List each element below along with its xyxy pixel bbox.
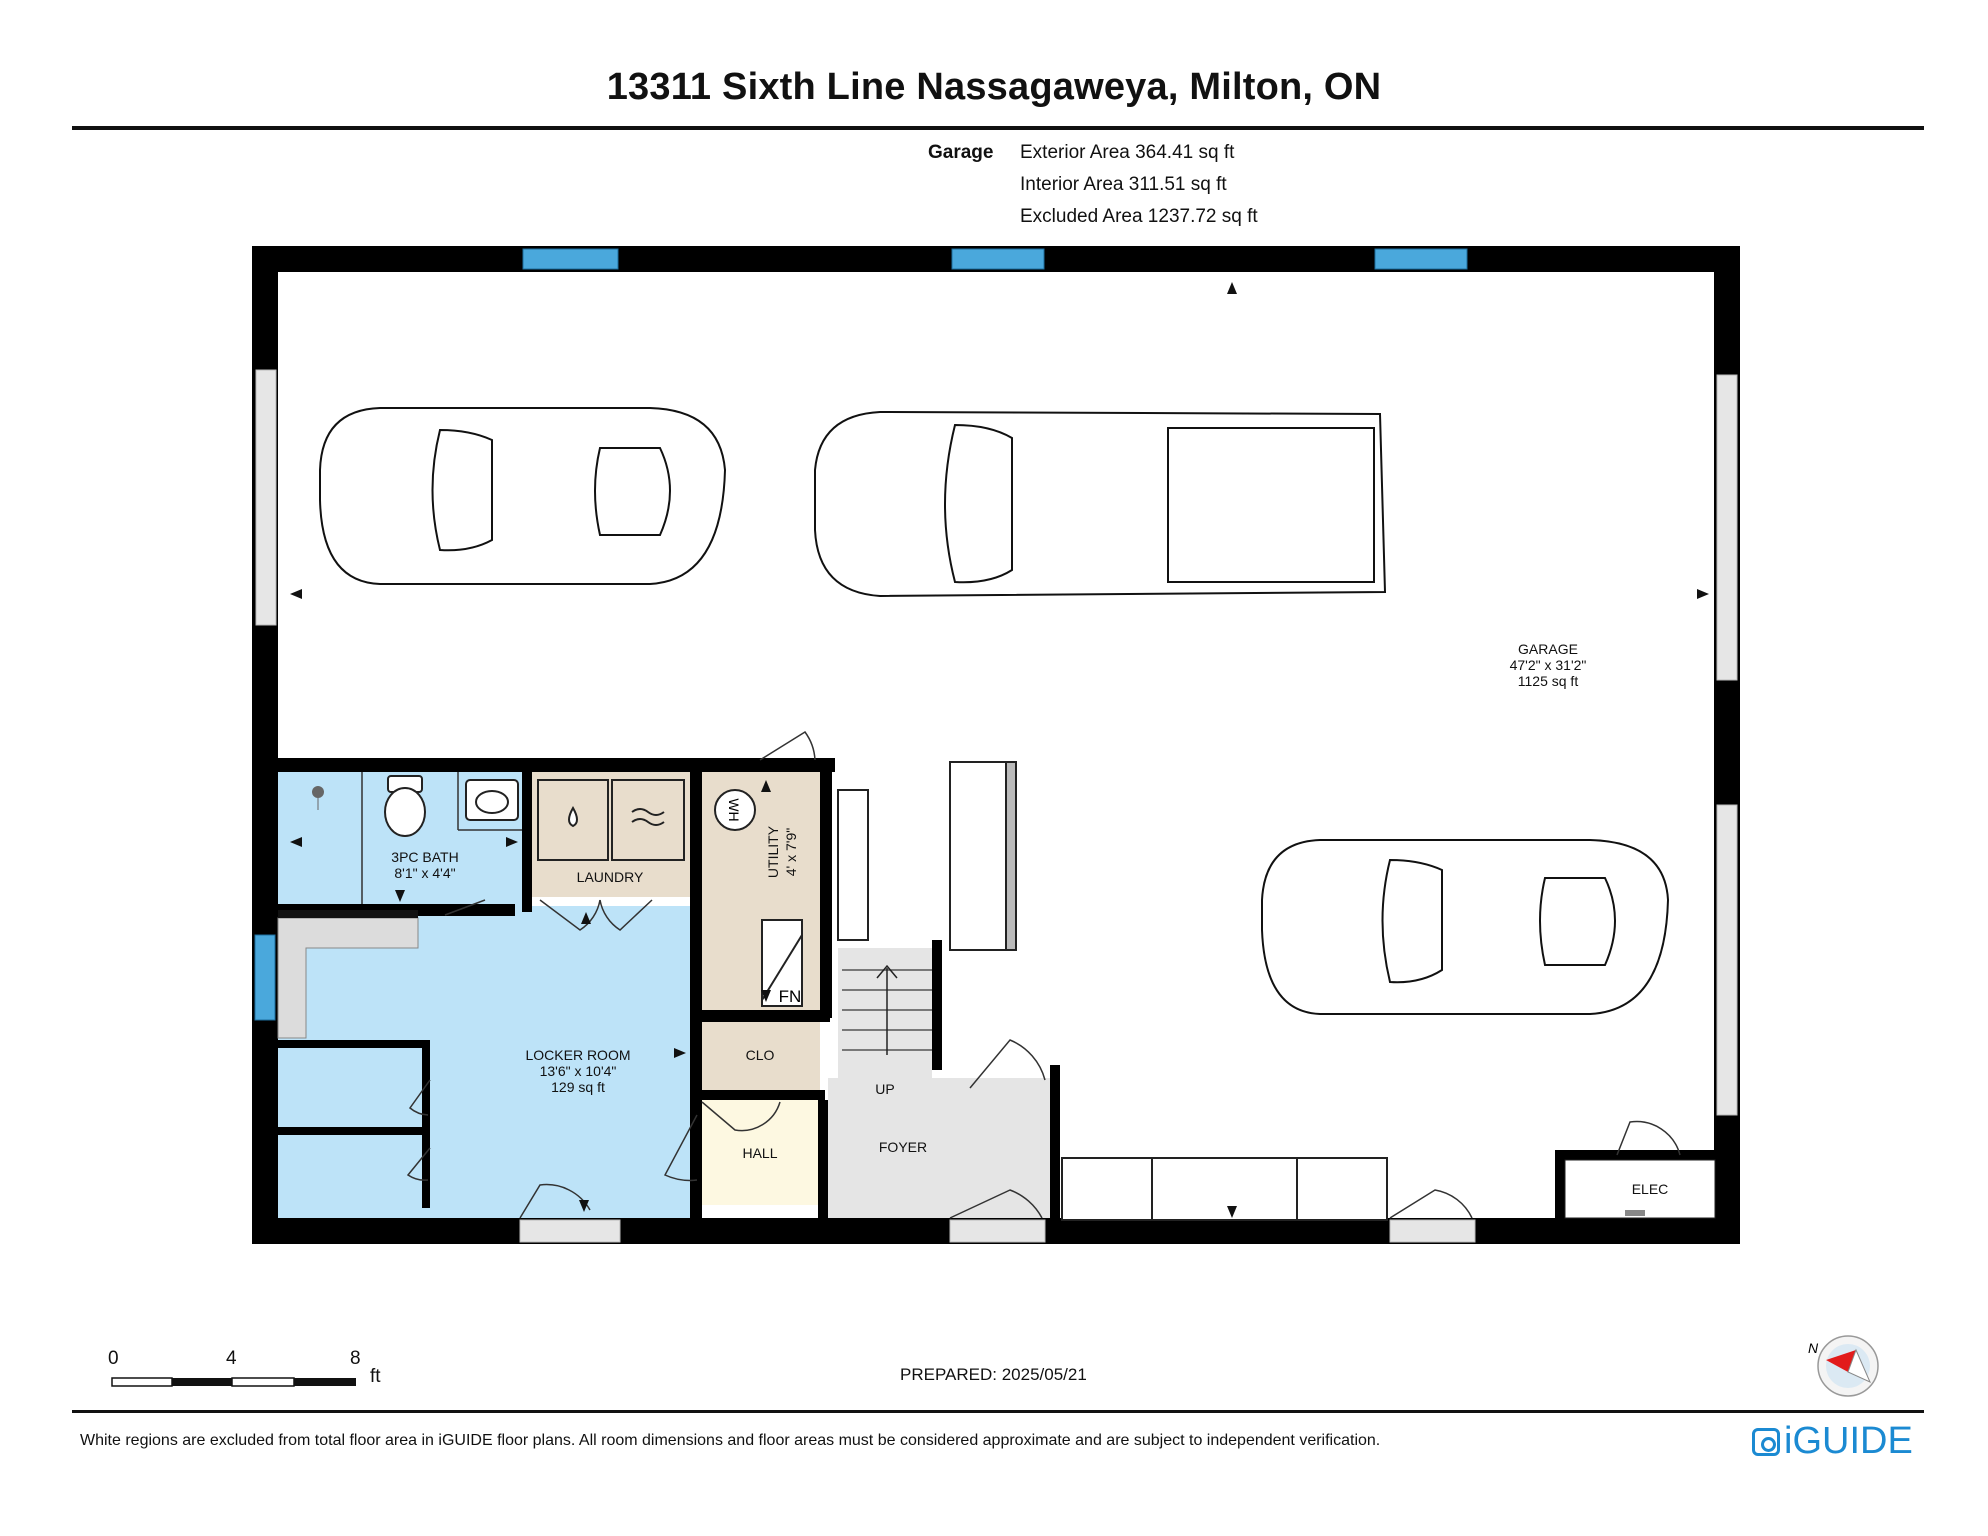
compass-north-label: N: [1808, 1340, 1819, 1356]
locker-name: LOCKER ROOM: [525, 1047, 630, 1063]
bath-dims: 8'1" x 4'4": [394, 865, 455, 881]
fn-label: FN: [779, 987, 802, 1006]
washer-icon: [537, 779, 609, 861]
wall-openings: [255, 369, 1738, 1243]
interior-walls: [275, 758, 1715, 1220]
scale-unit: ft: [370, 1366, 381, 1387]
garage-name: GARAGE: [1518, 641, 1578, 657]
dryer-icon: [611, 779, 685, 861]
scale-tick-8: 8: [350, 1348, 361, 1369]
iguide-logo-icon: [1752, 1427, 1780, 1456]
clo-fill: [700, 1020, 820, 1090]
direction-arrows: [290, 282, 1709, 1218]
prepared-date: PREPARED: 2025/05/21: [900, 1365, 1087, 1384]
locker-fill: [275, 906, 697, 1218]
door-swings: [406, 730, 1681, 1219]
car-icon: [1261, 839, 1670, 1015]
page-title: 13311 Sixth Line Nassagaweya, Milton, ON: [606, 66, 1382, 108]
utility-name: UTILITY: [765, 825, 781, 878]
foyer-name: FOYER: [879, 1139, 927, 1155]
sink-icon: [465, 779, 519, 821]
header-rule: [72, 126, 1924, 130]
shower-icon: [312, 786, 324, 810]
locker-wall-segment: [278, 910, 418, 918]
elec-name: ELEC: [1632, 1181, 1669, 1197]
foyer-fill: [828, 1078, 1052, 1218]
excluded-area: Excluded Area 1237.72 sq ft: [1020, 206, 1258, 227]
elec-room: [1564, 1159, 1716, 1219]
bath-name: 3PC BATH: [391, 849, 458, 865]
interior-area: Interior Area 311.51 sq ft: [1020, 174, 1227, 195]
stairs-up-label: UP: [875, 1081, 894, 1097]
scale-tick-0: 0: [108, 1348, 119, 1369]
scale-bar: [111, 1377, 356, 1387]
water-heater-icon: WH: [714, 789, 756, 831]
car-icon: [319, 407, 727, 585]
iguide-logo-text: iGUIDE: [1784, 1420, 1913, 1462]
garage-dims: 47'2" x 31'2": [1510, 657, 1587, 673]
footer-rule: [72, 1410, 1924, 1413]
exterior-area: Exterior Area 364.41 sq ft: [1020, 142, 1235, 163]
locker-dims: 13'6" x 10'4": [540, 1063, 617, 1079]
wh-label: WH: [726, 798, 742, 821]
clo-name: CLO: [746, 1047, 775, 1063]
scale-tick-4: 4: [226, 1348, 237, 1369]
electrical-panel-icon: [1625, 1210, 1645, 1216]
hall-name: HALL: [742, 1145, 777, 1161]
garage-area: 1125 sq ft: [1518, 673, 1579, 689]
area-floor-label: Garage: [928, 142, 994, 163]
disclaimer-text: White regions are excluded from total fl…: [80, 1432, 1381, 1449]
windows: [254, 248, 1468, 1021]
toilet-icon: [384, 775, 426, 837]
compass-icon: N: [1808, 1335, 1879, 1397]
pickup-truck-icon: [814, 410, 1387, 598]
staircase: [842, 964, 932, 1055]
furnace-icon: FN: [761, 919, 803, 1007]
utility-dims: 4' x 7'9": [783, 828, 799, 876]
laundry-name: LAUNDRY: [577, 869, 644, 885]
iguide-logo[interactable]: iGUIDE: [1752, 1420, 1913, 1463]
locker-area: 129 sq ft: [551, 1079, 605, 1095]
garage-shelving: [837, 761, 1388, 1221]
